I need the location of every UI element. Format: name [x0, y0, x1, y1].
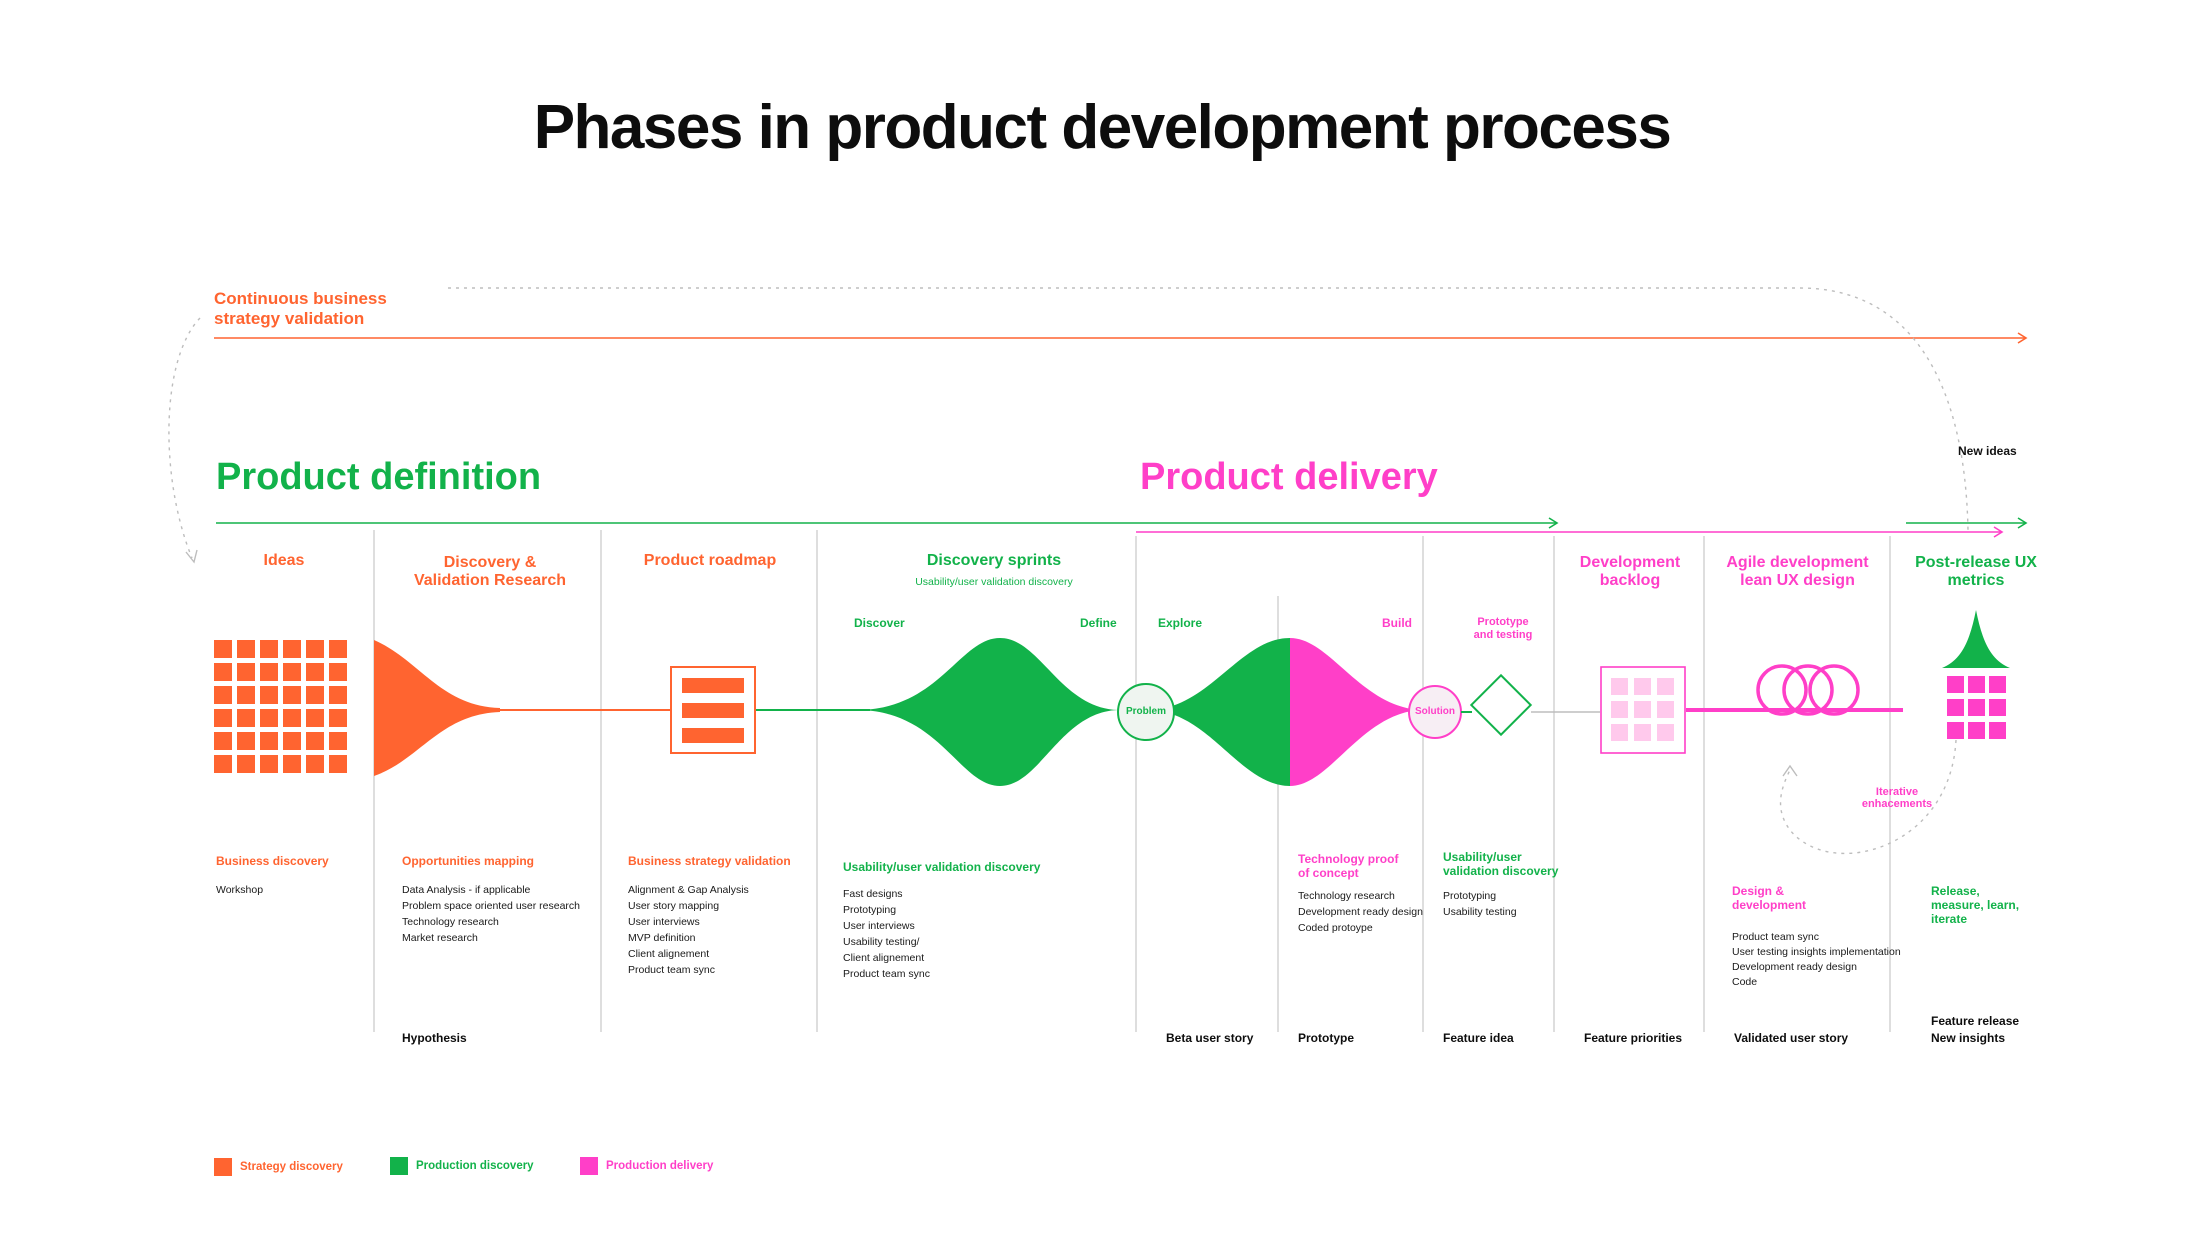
section-usability-validation: Usability/user validation discovery Fast…	[843, 860, 1040, 982]
list-item: Prototyping	[843, 904, 897, 916]
output-prototype: Prototype	[1298, 1031, 1355, 1045]
section-design-development: Design &development Product team sync Us…	[1732, 884, 1901, 990]
post-release-arrow	[1906, 517, 2028, 529]
output-hypothesis: Hypothesis	[402, 1031, 467, 1045]
iteration-rings-icon	[1756, 664, 1860, 716]
discovery-funnel-shape	[374, 640, 500, 776]
column-subtitle-sprints: Usability/user validation discovery	[915, 576, 1073, 588]
ideas-grid-icon	[214, 640, 347, 773]
stage-discover: Discover	[854, 616, 905, 630]
list-item: MVP definition	[628, 932, 696, 944]
list-item: Coded protoype	[1298, 922, 1373, 934]
list-item: Market research	[402, 932, 478, 944]
column-title-roadmap: Product roadmap	[643, 552, 777, 569]
column-dividers	[373, 530, 1891, 1032]
metrics-icon	[1942, 610, 2010, 739]
column-title-ideas: Ideas	[263, 552, 305, 569]
output-feature-idea: Feature idea	[1443, 1031, 1514, 1045]
output-feature-priorities: Feature priorities	[1584, 1031, 1683, 1045]
roadmap-icon	[670, 666, 756, 754]
problem-node	[1117, 683, 1175, 741]
list-item: Problem space oriented user research	[402, 900, 581, 912]
list-item: User testing insights implementation	[1732, 946, 1901, 958]
page-title: Phases in product development process	[533, 93, 1672, 162]
list-item: User story mapping	[628, 900, 720, 912]
section-business-discovery: Business discovery Workshop	[216, 854, 329, 898]
section-heading: Usability/user validation discovery	[843, 860, 1041, 874]
list-item: Product team sync	[843, 968, 930, 980]
list-item: Code	[1732, 976, 1758, 988]
list-item: Fast designs	[843, 888, 903, 900]
feedback-loop-dotted	[448, 287, 1969, 531]
section-heading: Business strategy validation	[628, 854, 791, 868]
stage-explore: Explore	[1158, 616, 1203, 630]
legend-production-delivery: Production delivery	[580, 1157, 713, 1175]
product-delivery-heading: Product delivery	[1140, 456, 1438, 498]
explore-shape	[1150, 638, 1290, 786]
solution-label: Solution	[1415, 706, 1455, 717]
list-item: Technology research	[402, 916, 499, 928]
list-item: Prototyping	[1443, 890, 1497, 902]
legend-swatch	[390, 1157, 408, 1175]
legend-swatch	[214, 1158, 232, 1176]
build-shape	[1290, 638, 1420, 786]
section-opportunities-mapping: Opportunities mapping Data Analysis - if…	[402, 854, 580, 946]
definition-arrow	[216, 517, 1559, 529]
column-title-sprints: Discovery sprints	[926, 552, 1062, 569]
list-item: Client alignement	[628, 948, 710, 960]
output-beta-user-story: Beta user story	[1166, 1031, 1254, 1045]
list-item: Development ready design	[1732, 961, 1857, 973]
list-item: Data Analysis - if applicable	[402, 884, 531, 896]
discover-define-shape	[860, 638, 1118, 786]
list-item: Product team sync	[628, 964, 715, 976]
left-loop-dotted	[168, 317, 201, 559]
new-ideas-label: New ideas	[1958, 444, 2017, 458]
section-heading: Release,measure, learn,iterate	[1931, 884, 2020, 926]
output-validated-user-story: Validated user story	[1734, 1031, 1849, 1045]
section-business-strategy-validation: Business strategy validation Alignment &…	[628, 854, 791, 978]
product-definition-heading: Product definition	[216, 456, 542, 498]
stage-build: Build	[1382, 616, 1412, 630]
stage-define: Define	[1080, 616, 1117, 630]
section-heading: Design &development	[1732, 884, 1807, 912]
list-item: Usability testing	[1443, 906, 1517, 918]
list-item: User interviews	[843, 920, 915, 932]
section-release-measure: Release,measure, learn,iterate	[1931, 884, 2019, 926]
list-item: Technology research	[1298, 890, 1395, 902]
list-item: User interviews	[628, 916, 700, 928]
legend-production-discovery: Production discovery	[390, 1157, 534, 1175]
list-item: Product team sync	[1732, 931, 1819, 943]
list-item: Usability testing/	[843, 936, 920, 948]
section-heading: Opportunities mapping	[402, 854, 534, 868]
list-item: Client alignement	[843, 952, 925, 964]
continuous-validation-arrow	[214, 332, 2028, 344]
list-item: Development ready design	[1298, 906, 1423, 918]
problem-label: Problem	[1125, 706, 1166, 717]
column-title-discovery-validation: Discovery &Validation Research	[413, 554, 567, 589]
list-item: Workshop	[216, 884, 264, 896]
legend-swatch	[580, 1157, 598, 1175]
section-heading: Business discovery	[216, 854, 329, 868]
list-item: Alignment & Gap Analysis	[628, 884, 749, 896]
legend-strategy: Strategy discovery	[214, 1158, 343, 1176]
delivery-arrow	[1136, 526, 2004, 538]
prototype-diamond-icon	[1469, 673, 1533, 737]
backlog-icon	[1600, 666, 1686, 754]
